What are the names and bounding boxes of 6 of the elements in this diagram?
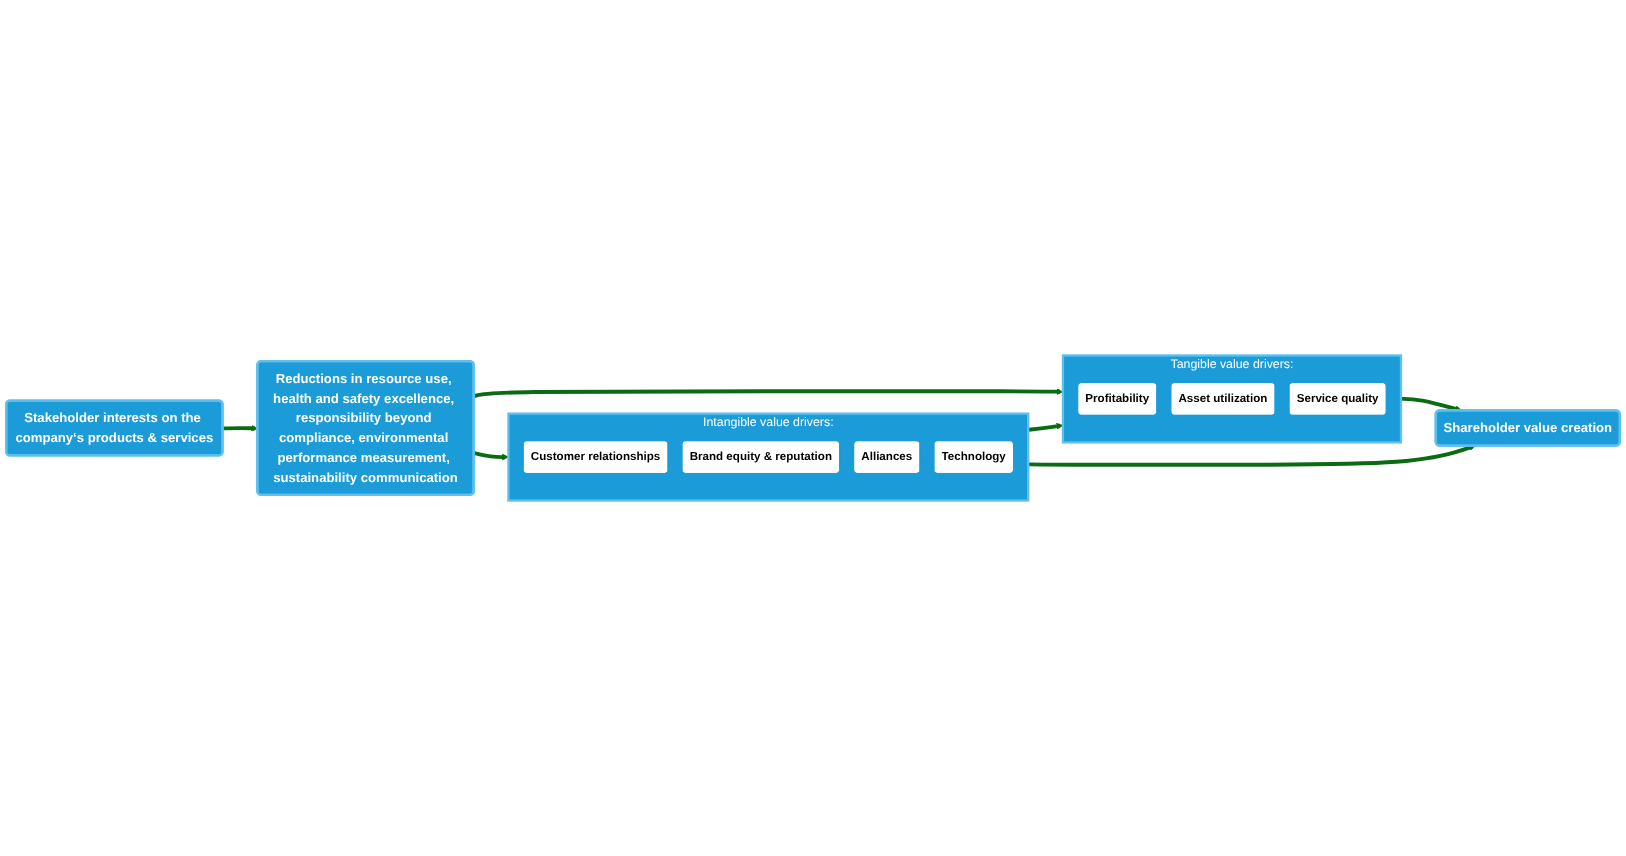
arrow <box>1028 422 1064 432</box>
arrow <box>473 451 509 461</box>
arrow <box>473 388 1064 399</box>
arrow <box>1028 444 1476 467</box>
arrow <box>222 424 258 432</box>
arrow <box>1400 397 1462 413</box>
